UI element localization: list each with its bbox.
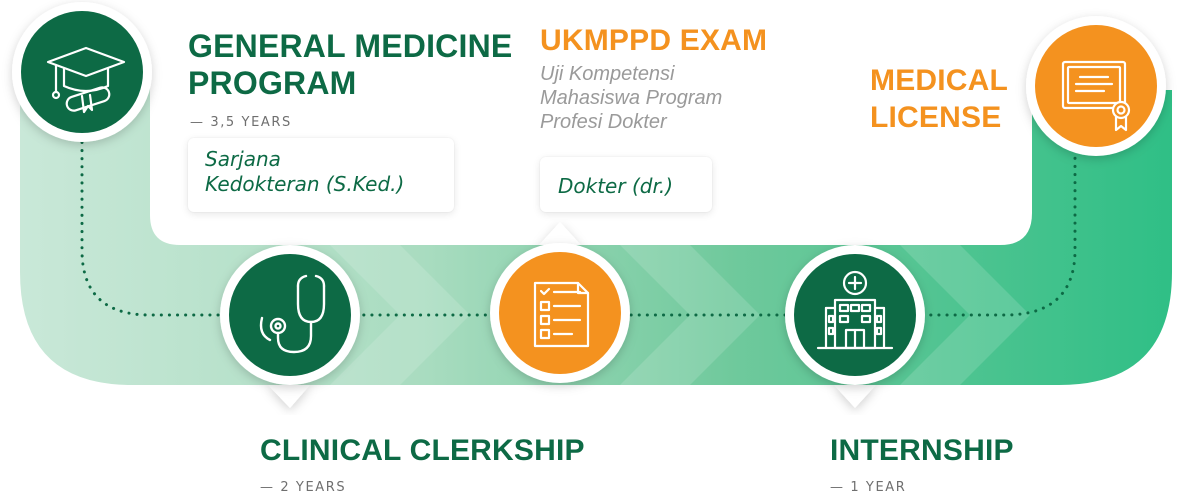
pin-tail-internship: [834, 385, 876, 408]
ukmppd-description: Uji Kompetensi Mahasiswa Program Profesi…: [540, 63, 723, 133]
checklist-icon: [533, 281, 590, 348]
pin-tail-ukmppd: [539, 222, 581, 245]
general-medicine-duration: — 3,5 YEARS: [190, 115, 292, 130]
clinical-clerkship-duration: — 2 YEARS: [260, 480, 347, 495]
degree-card-sked: Sarjana Kedokteran (S.Ked.): [188, 138, 454, 212]
hospital-icon: [816, 270, 894, 350]
internship-title: INTERNSHIP: [830, 434, 1014, 467]
general-medicine-title: GENERAL MEDICINE PROGRAM: [188, 28, 513, 101]
clinical-clerkship-title: CLINICAL CLERKSHIP: [260, 434, 585, 467]
graduation-cap-icon: [46, 46, 126, 114]
circle-ukmppd-exam: [490, 243, 630, 383]
degree-card-dokter: Dokter (dr.): [540, 157, 712, 212]
circle-medical-license: [1026, 16, 1166, 156]
circle-clinical-clerkship: [220, 245, 360, 385]
certificate-icon: [1061, 60, 1131, 132]
circle-internship: [785, 245, 925, 385]
stethoscope-icon: [259, 274, 326, 354]
ukmppd-title: UKMPPD EXAM: [540, 24, 768, 57]
band-chevrons: [330, 245, 1030, 385]
pin-tail-clerkship: [268, 385, 310, 408]
medical-license-title: MEDICAL LICENSE: [870, 64, 1009, 134]
internship-duration: — 1 YEAR: [830, 480, 907, 495]
circle-general-medicine: [12, 2, 152, 142]
dotted-path: [80, 108, 1077, 317]
